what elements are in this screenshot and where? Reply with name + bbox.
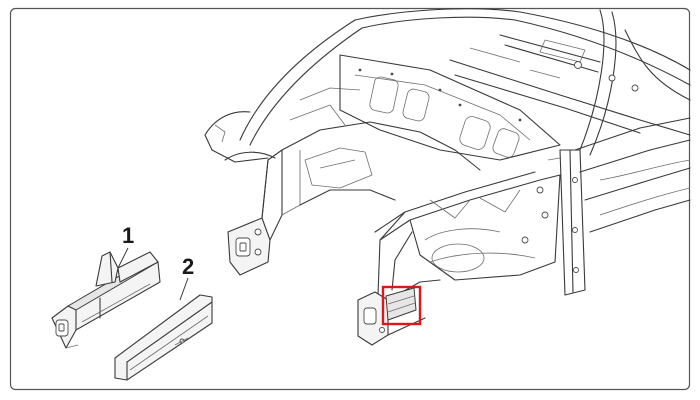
diagram-frame — [9, 7, 691, 391]
part-1-longitudinal-member — [51, 251, 161, 349]
callout-2-label: 2 — [182, 254, 194, 279]
callout-1-label: 1 — [122, 223, 134, 248]
highlighted-section-piece — [385, 287, 417, 321]
highlight-box — [381, 285, 422, 326]
callout-1-leader — [117, 247, 129, 269]
vehicle-body-shell — [204, 8, 691, 346]
callout-2-leader — [179, 277, 189, 301]
part-2-reinforcement-plate — [114, 294, 213, 381]
